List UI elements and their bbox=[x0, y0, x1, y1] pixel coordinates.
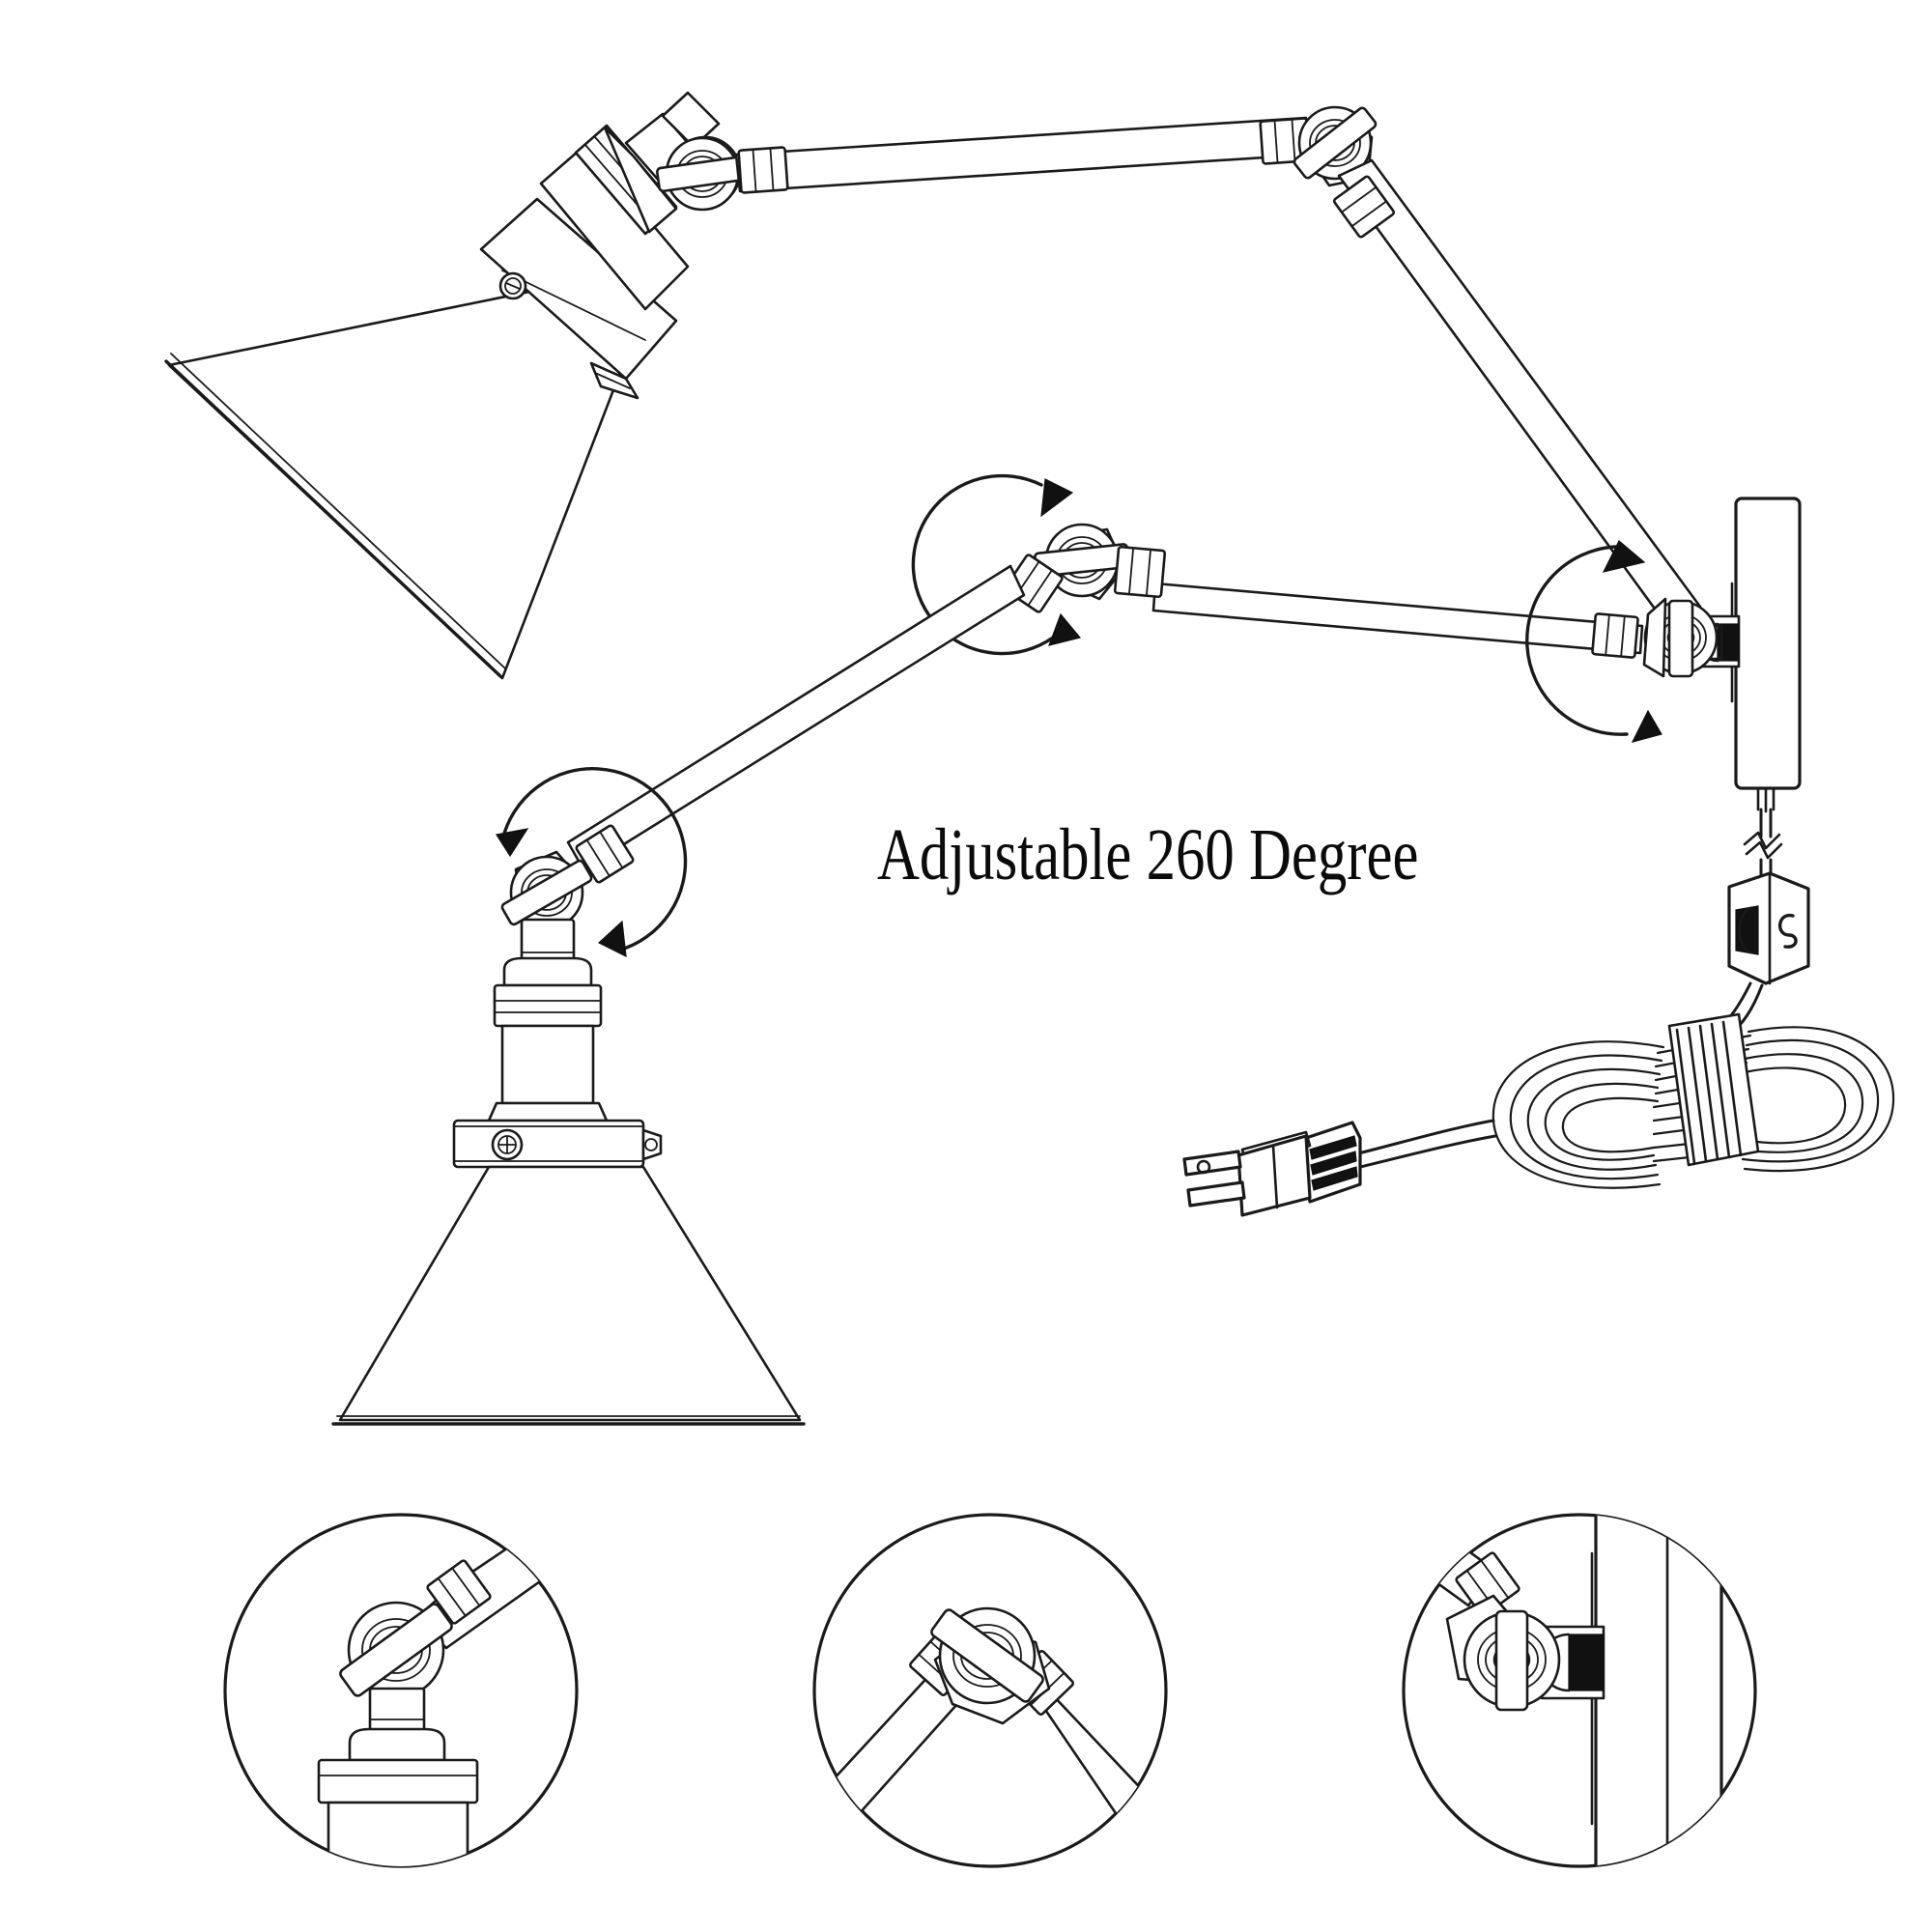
caption-adjustable-degree: Adjustable 260 Degree bbox=[877, 814, 1419, 895]
lower-arm-to-wall bbox=[1151, 582, 1644, 659]
cord-tie-wrap bbox=[1667, 1012, 1760, 1167]
wall-mount-plate bbox=[1730, 497, 1802, 813]
upper-socket-housing bbox=[479, 112, 703, 400]
lower-shade bbox=[331, 1165, 806, 1426]
lower-socket-housing bbox=[452, 918, 663, 1169]
lamp-upper-position bbox=[164, 91, 742, 680]
detail-circle-elbow-joint bbox=[812, 1513, 1168, 1868]
wall-plate-joint bbox=[1642, 597, 1741, 678]
power-plug bbox=[1182, 1121, 1362, 1217]
mid-elbow-joint bbox=[1004, 523, 1167, 613]
power-cord bbox=[1182, 808, 1895, 1217]
lower-arm-diagonal bbox=[566, 564, 1026, 884]
detail-circle-wall-joint bbox=[1402, 1513, 1757, 1868]
rotation-arrow-shade-joint bbox=[496, 767, 688, 958]
rotation-arrow-mid-joint bbox=[911, 473, 1082, 656]
upper-arm-horizontal bbox=[734, 116, 1312, 194]
lower-shade-swivel-joint bbox=[500, 850, 593, 930]
upper-shade-swivel-joint bbox=[661, 91, 742, 209]
inline-rocker-switch bbox=[1727, 871, 1810, 985]
cord-coil-bundle bbox=[1492, 1012, 1895, 1189]
rotation-arrow-wall-joint bbox=[1525, 540, 1662, 743]
